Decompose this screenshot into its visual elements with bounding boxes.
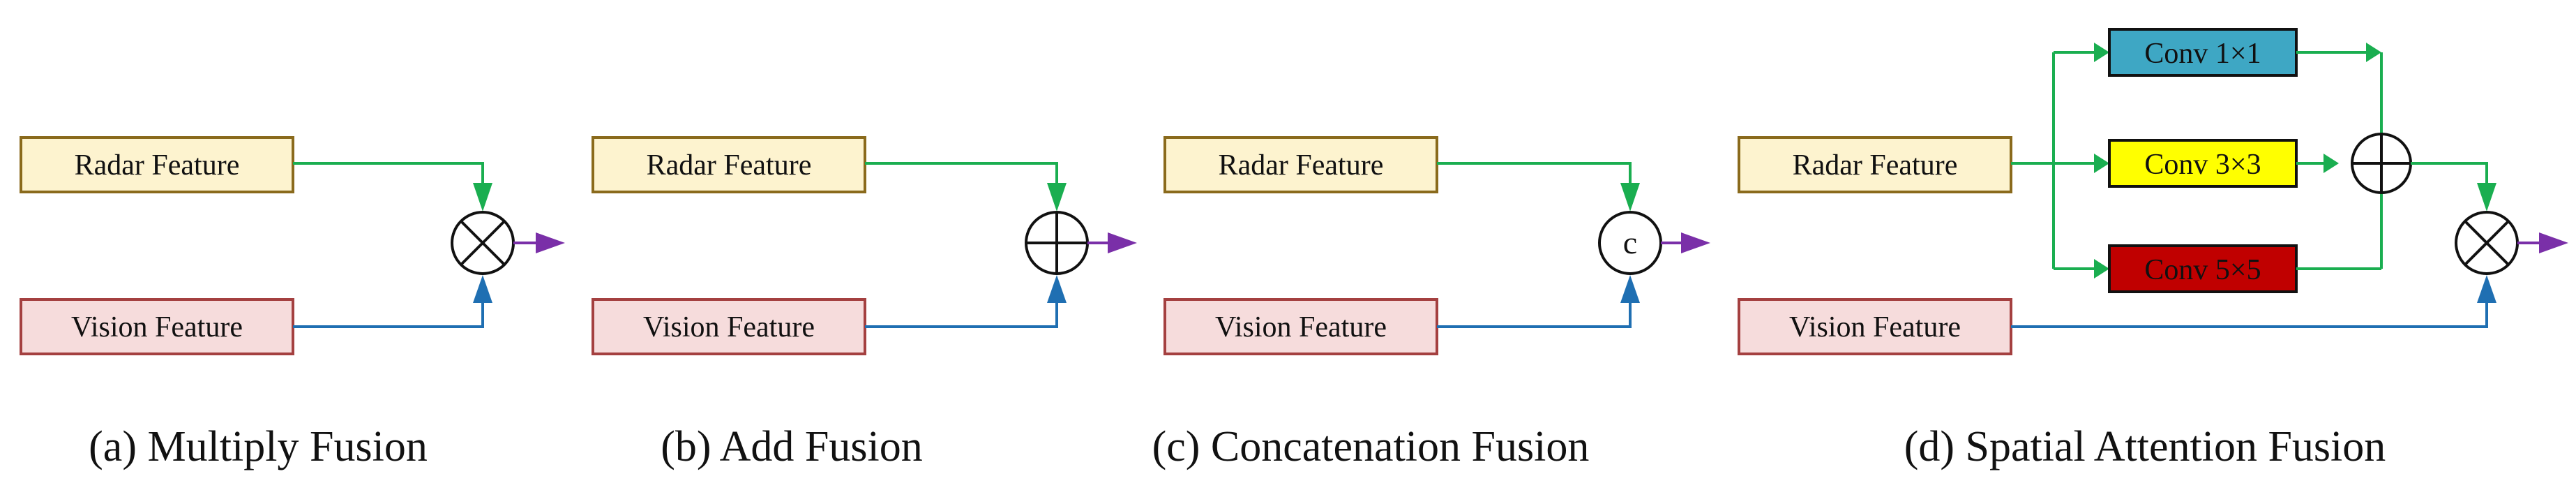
panel-d: Radar Feature Vision Feature Conv 1×1 Co… bbox=[1738, 28, 2568, 470]
branch-arrowhead-conv1 bbox=[2094, 43, 2109, 62]
vision-connector bbox=[293, 303, 484, 328]
vision-arrowhead bbox=[1620, 275, 1640, 303]
radar-connector bbox=[293, 162, 484, 183]
panel-a: Radar Feature Vision Feature (a) Multipl… bbox=[20, 136, 565, 470]
output-arrowhead bbox=[1681, 232, 1710, 253]
vision-arrowhead bbox=[1047, 275, 1067, 303]
panel-caption: (b) Add Fusion bbox=[661, 423, 922, 470]
conv-5x5-label: Conv 5×5 bbox=[2144, 254, 2261, 286]
concat-icon: c bbox=[1598, 211, 1662, 275]
vision-arrowhead bbox=[2477, 275, 2496, 303]
vision-feature-label: Vision Feature bbox=[643, 311, 815, 343]
output-arrowhead bbox=[2539, 232, 2568, 253]
conv-1x1-box bbox=[2108, 28, 2298, 77]
vision-feature-box bbox=[592, 298, 866, 355]
output-arrowhead bbox=[536, 232, 565, 253]
sum-to-multiply-connector bbox=[2411, 162, 2488, 183]
vision-connector bbox=[2011, 303, 2488, 328]
conv-3x3-box bbox=[2108, 139, 2298, 188]
concat-symbol: c bbox=[1623, 225, 1637, 260]
radar-connector bbox=[1437, 162, 1632, 183]
conv-3x3-label: Conv 3×3 bbox=[2144, 149, 2261, 181]
panel-caption: (a) Multiply Fusion bbox=[89, 423, 428, 470]
radar-feature-box bbox=[1163, 136, 1438, 193]
radar-feature-box bbox=[20, 136, 294, 193]
conv-1x1-label: Conv 1×1 bbox=[2144, 38, 2261, 70]
branch-arrowhead-conv5 bbox=[2094, 259, 2109, 279]
panel-c: Radar Feature Vision Feature c (c) Conca… bbox=[1152, 136, 1710, 470]
vision-connector bbox=[865, 303, 1058, 328]
vision-feature-box bbox=[20, 298, 294, 355]
panel-b: Radar Feature Vision Feature (b) Add Fus… bbox=[592, 136, 1137, 470]
radar-feature-box bbox=[1738, 136, 2012, 193]
add-icon bbox=[2351, 133, 2412, 194]
vision-feature-box bbox=[1163, 298, 1438, 355]
radar-arrowhead bbox=[1047, 183, 1067, 212]
radar-feature-label: Radar Feature bbox=[647, 149, 812, 181]
panel-caption: (c) Concatenation Fusion bbox=[1152, 423, 1590, 470]
branch-arrowhead-conv3 bbox=[2094, 154, 2109, 173]
multiply-icon bbox=[451, 211, 515, 275]
vision-arrowhead bbox=[473, 275, 492, 303]
output-arrowhead bbox=[1108, 232, 1137, 253]
add-icon bbox=[1025, 211, 1089, 275]
radar-feature-label: Radar Feature bbox=[1793, 149, 1958, 181]
vision-feature-box bbox=[1738, 298, 2012, 355]
radar-feature-label: Radar Feature bbox=[1219, 149, 1384, 181]
panel-caption: (d) Spatial Attention Fusion bbox=[1904, 423, 2386, 470]
radar-arrowhead bbox=[473, 183, 492, 212]
vision-feature-label: Vision Feature bbox=[71, 311, 243, 343]
multiply-icon bbox=[2455, 211, 2519, 275]
sum-to-multiply-arrowhead bbox=[2477, 183, 2496, 212]
conv1-to-sum-arrowhead bbox=[2366, 43, 2381, 62]
conv3-to-sum-arrowhead bbox=[2323, 154, 2339, 173]
conv-5x5-box bbox=[2108, 244, 2298, 293]
radar-connector bbox=[865, 162, 1058, 183]
radar-feature-label: Radar Feature bbox=[75, 149, 240, 181]
vision-connector bbox=[1437, 303, 1632, 328]
vision-feature-label: Vision Feature bbox=[1215, 311, 1387, 343]
vision-feature-label: Vision Feature bbox=[1789, 311, 1961, 343]
radar-arrowhead bbox=[1620, 183, 1640, 212]
